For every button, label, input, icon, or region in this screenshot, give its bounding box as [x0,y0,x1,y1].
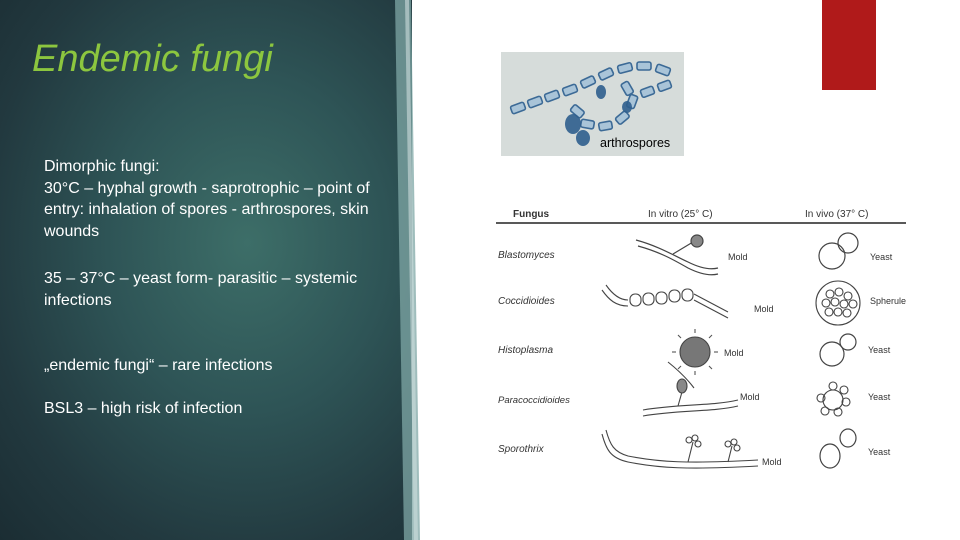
paragraph-dimorphic: Dimorphic fungi: 30°C – hyphal growth - … [44,156,404,242]
coccidioides-mold-drawing [601,284,729,319]
fungus-name: Blastomyces [498,250,555,261]
in-vivo-form: Yeast [868,447,891,457]
fungus-name: Coccidioides [498,296,555,307]
fungus-name: Histoplasma [498,345,553,356]
dimorphic-heading: Dimorphic fungi: [44,158,160,175]
hyphal-growth-text: 30°C – hyphal growth - saprotrophic – po… [44,179,370,240]
blastomyces-mold-drawing [635,234,719,276]
dimorphic-fungi-table: Fungus In vitro (25° C) In vivo (37° C) … [496,209,906,469]
in-vivo-form: Yeast [868,392,891,402]
table-row: Sporothrix Mold Yeast [498,428,891,469]
slide-title: Endemic fungi [32,38,273,80]
blastomyces-yeast-drawing [818,232,859,270]
in-vitro-form: Mold [728,252,748,262]
histoplasma-yeast-drawing [819,333,857,367]
paracoccidioides-yeast-drawing [816,381,851,417]
histoplasma-mold-drawing [667,329,718,389]
fungus-name: Sporothrix [498,444,545,455]
col-header-in-vitro: In vitro (25° C) [648,209,713,220]
in-vitro-form: Mold [724,348,744,358]
col-header-fungus: Fungus [513,209,550,220]
paragraph-yeast-form: 35 – 37°C – yeast form- parasitic – syst… [44,270,358,309]
table-row: Blastomyces Mold Yeast [498,232,893,276]
col-header-in-vivo: In vivo (37° C) [805,209,868,220]
paragraph-endemic: „endemic fungi“ – rare infections [44,357,273,374]
in-vitro-form: Mold [740,392,760,402]
in-vitro-form: Mold [754,304,774,314]
arthrospores-micrograph [501,52,684,156]
paracoccidioides-mold-drawing [642,378,739,417]
in-vitro-form: Mold [762,457,782,467]
sporothrix-mold-drawing [601,429,759,469]
fungus-name: Paracoccidioides [498,395,570,406]
in-vivo-form: Yeast [870,252,893,262]
left-panel [0,0,412,540]
paragraph-bsl3: BSL3 – high risk of infection [44,400,243,417]
micrograph-label: arthrospores [600,136,671,150]
table-row: Histoplasma Mold Yeast [498,329,891,389]
slide-body: Dimorphic fungi: 30°C – hyphal growth - … [44,156,404,417]
table-row: Paracoccidioides Mold Yeast [498,378,891,417]
in-vivo-form: Yeast [868,345,891,355]
sporothrix-yeast-drawing [819,428,857,469]
accent-block [822,0,876,90]
coccidioides-spherule-drawing [815,280,861,326]
table-row: Coccidioides Mold Spherule [498,280,906,326]
in-vivo-form: Spherule [870,296,906,306]
